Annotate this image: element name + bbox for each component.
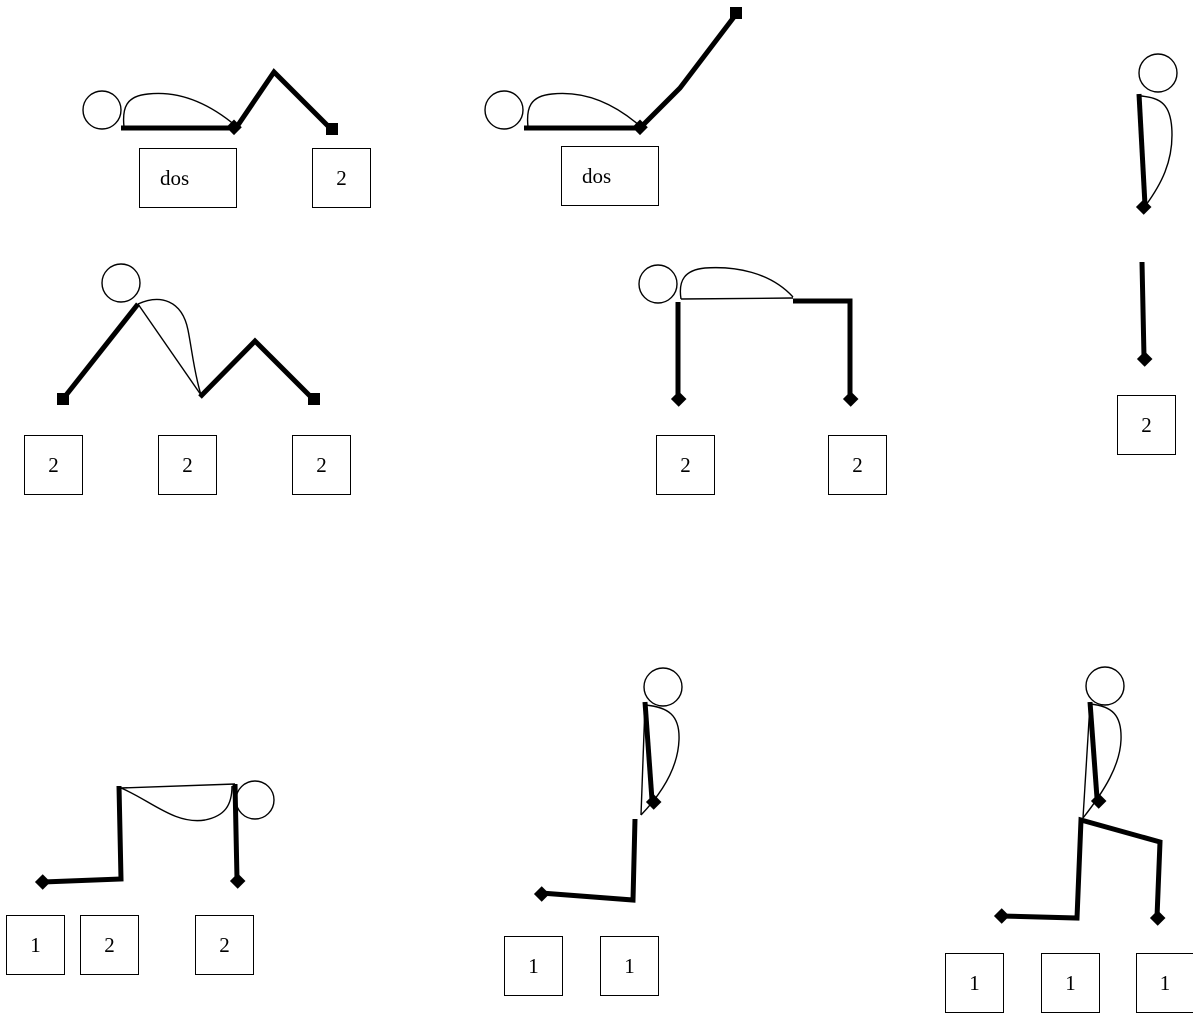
hand-marker	[645, 794, 662, 810]
figure-torso-outline	[679, 266, 794, 300]
figure-leg	[1139, 261, 1147, 358]
label-box: 1	[1041, 953, 1100, 1013]
figure-leg	[793, 298, 853, 397]
figure-torso-outline	[120, 785, 233, 822]
foot-marker	[993, 908, 1010, 924]
label-box: 2	[312, 148, 371, 208]
figure-head	[638, 264, 678, 304]
figure-torso-outline	[1140, 95, 1173, 206]
figure-back-line	[137, 303, 202, 396]
figure-kneeling	[533, 667, 683, 903]
figure-arm	[1087, 701, 1100, 799]
figure-back-line	[680, 297, 794, 300]
label-box: 2	[195, 915, 254, 975]
figure-back-line	[1082, 703, 1091, 819]
label-box: 1	[600, 936, 659, 996]
figure-leg	[540, 818, 638, 903]
foot-marker	[34, 874, 51, 890]
figure-torso-outline	[137, 298, 202, 396]
hand-marker	[229, 873, 246, 889]
figure-standing	[1135, 53, 1178, 367]
foot-marker	[1149, 910, 1166, 926]
hip-joint-marker	[226, 119, 242, 136]
figure-supine-knee-bent	[82, 68, 338, 136]
label-box: 1	[504, 936, 563, 996]
figure-head	[101, 263, 141, 303]
hand-marker	[57, 393, 69, 405]
hand-marker	[670, 391, 687, 407]
figure-leg	[42, 785, 124, 885]
label-box: dos	[561, 146, 659, 206]
figure-sitting-knee-bent	[57, 263, 320, 405]
label-box: 2	[656, 435, 715, 495]
figure-torso-outline	[640, 704, 680, 816]
label-box: 2	[24, 435, 83, 495]
figure-quadruped	[638, 264, 859, 407]
label-box: 2	[80, 915, 139, 975]
label-box: 2	[292, 435, 351, 495]
figure-upper-body	[1136, 93, 1148, 206]
figure-torso-outline	[526, 92, 641, 128]
figure-head	[484, 90, 524, 130]
label-box: 1	[6, 915, 65, 975]
figure-leg	[198, 337, 315, 401]
figure-head	[1138, 53, 1178, 93]
label-box: dos	[139, 148, 237, 208]
figure-arm	[61, 302, 140, 401]
figure-supine-leg-raised	[484, 7, 742, 136]
figure-head	[643, 667, 683, 707]
hand-marker	[1090, 793, 1107, 809]
figure-leg	[638, 11, 739, 130]
label-box: 2	[1117, 395, 1176, 455]
figure-back-line	[120, 783, 236, 789]
figure-half-kneeling	[993, 666, 1166, 926]
label-box: 1	[945, 953, 1004, 1013]
label-box: 2	[828, 435, 887, 495]
figure-head	[235, 780, 275, 820]
label-box: 1	[1136, 953, 1193, 1013]
foot-marker	[533, 886, 550, 902]
knee-marker	[842, 391, 859, 407]
foot-marker	[308, 393, 320, 405]
label-box: 2	[158, 435, 217, 495]
figure-crawl	[34, 780, 275, 890]
figure-torso-outline	[122, 92, 237, 128]
figure-arm	[642, 701, 655, 801]
figure-leg	[1000, 816, 1163, 921]
figure-arm	[232, 783, 240, 880]
foot-marker	[730, 7, 742, 19]
foot-marker	[326, 123, 338, 135]
figure-head	[82, 90, 122, 130]
foot-marker	[1136, 351, 1153, 367]
figure-head	[1085, 666, 1125, 706]
figure-leg	[233, 68, 333, 131]
